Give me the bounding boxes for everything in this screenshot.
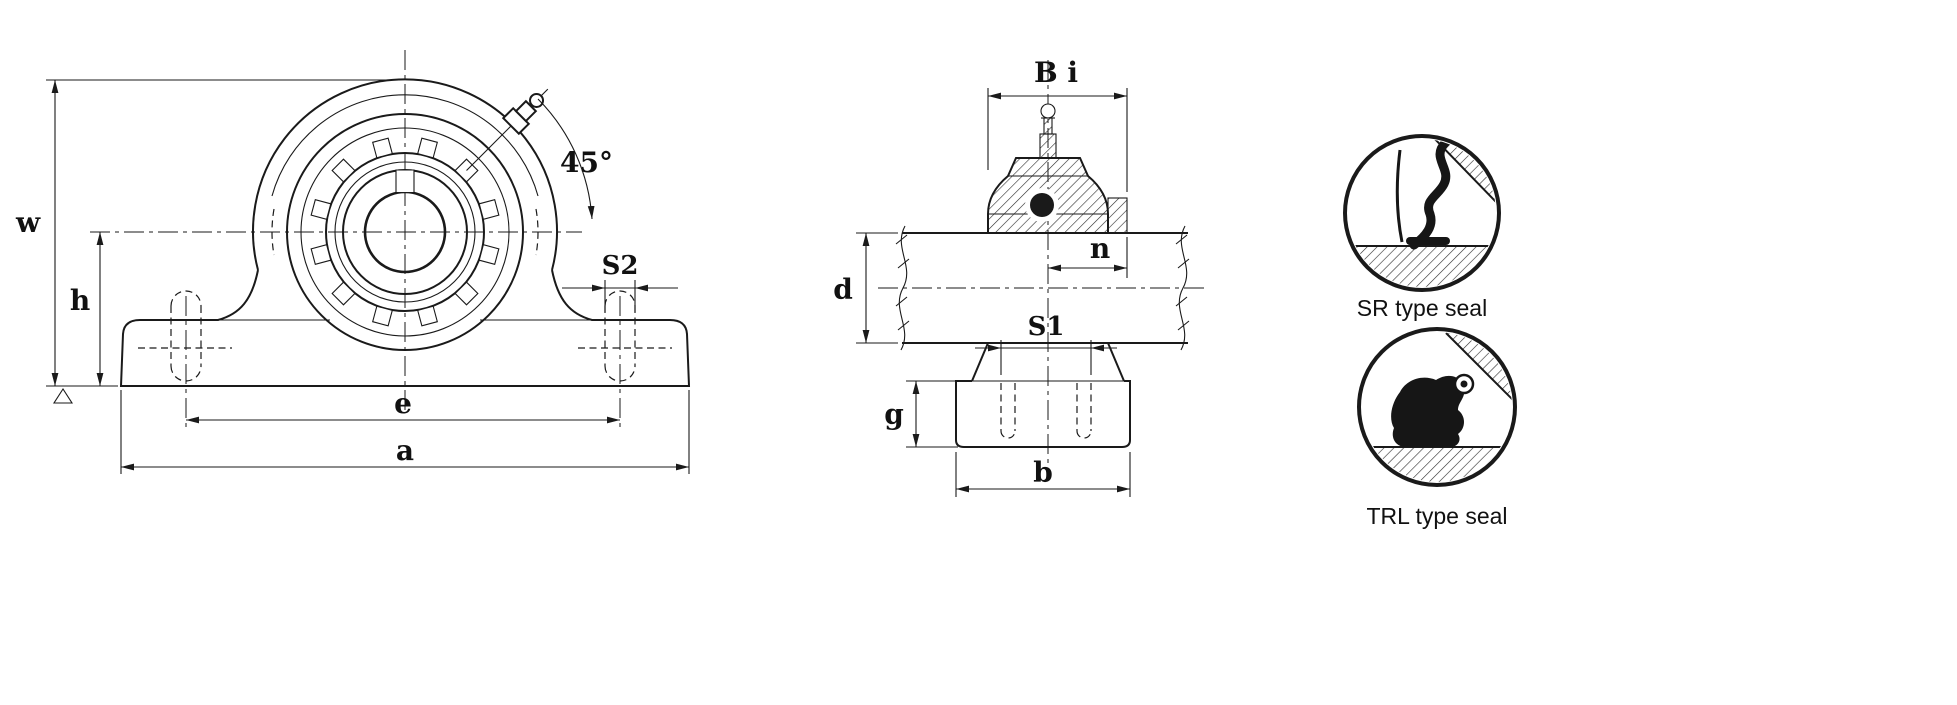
sleeve-slot-clear — [396, 170, 414, 192]
dimension-s1: S1 — [975, 312, 1117, 375]
dimension-e: e — [186, 387, 620, 424]
dim-label-n: n — [1090, 232, 1110, 265]
grease-nipple — [1039, 103, 1057, 159]
bolt-slots — [138, 290, 672, 382]
housing-dome — [252, 78, 558, 271]
angle-label: 45° — [560, 146, 613, 179]
dim-label-b: b — [1033, 456, 1053, 489]
dim-label-w: w — [15, 206, 41, 239]
dim-label-h: h — [70, 284, 90, 317]
trl-seal-detail: TRL type seal — [1357, 327, 1517, 529]
dim-label-s2: S2 — [602, 251, 639, 281]
dim-label-d: d — [833, 273, 853, 306]
front-view: 45° w h S2 e a — [15, 50, 691, 474]
seal-details: SR type seal TRL type seal — [1343, 134, 1517, 529]
dimension-s2: S2 — [562, 251, 678, 312]
side-centerlines — [878, 60, 1205, 468]
sr-seal-caption: SR type seal — [1357, 295, 1487, 321]
pedestal — [971, 342, 1125, 382]
sr-seal-circle — [1343, 134, 1501, 292]
shaft-break-left — [895, 225, 910, 351]
dimension-h: h — [70, 232, 104, 386]
base-block — [955, 380, 1131, 448]
shaft-break-right — [1175, 225, 1190, 351]
set-screw-boss — [1107, 197, 1128, 234]
dim-label-a: a — [396, 434, 414, 467]
base-slots — [1000, 383, 1092, 439]
grease-fitting — [466, 88, 549, 171]
dimension-d: d — [833, 232, 898, 344]
side-view: B i n d S1 g — [833, 56, 1205, 497]
dimension-w: w — [15, 79, 398, 387]
dimension-b: b — [955, 452, 1131, 497]
datum-triangle-symbol — [52, 387, 74, 404]
dim-label-g: g — [884, 398, 904, 431]
angle-annotation: 45° — [537, 98, 613, 220]
dimension-g: g — [884, 380, 958, 448]
dimension-a: a — [120, 390, 690, 474]
front-centerlines — [90, 50, 621, 430]
base-outline — [119, 269, 691, 387]
dim-label-e: e — [394, 387, 412, 420]
trl-seal-caption: TRL type seal — [1366, 503, 1507, 529]
dim-label-s1: S1 — [1028, 312, 1065, 342]
sr-seal-section — [1348, 139, 1496, 287]
dimension-bi: B i — [987, 56, 1128, 192]
dimension-n: n — [1048, 232, 1128, 278]
trl-seal-circle — [1357, 327, 1517, 487]
bearing-ball — [1030, 193, 1054, 217]
housing-section — [987, 103, 1128, 234]
sr-seal-detail: SR type seal — [1343, 134, 1501, 321]
dim-label-bi: B i — [1034, 56, 1078, 89]
